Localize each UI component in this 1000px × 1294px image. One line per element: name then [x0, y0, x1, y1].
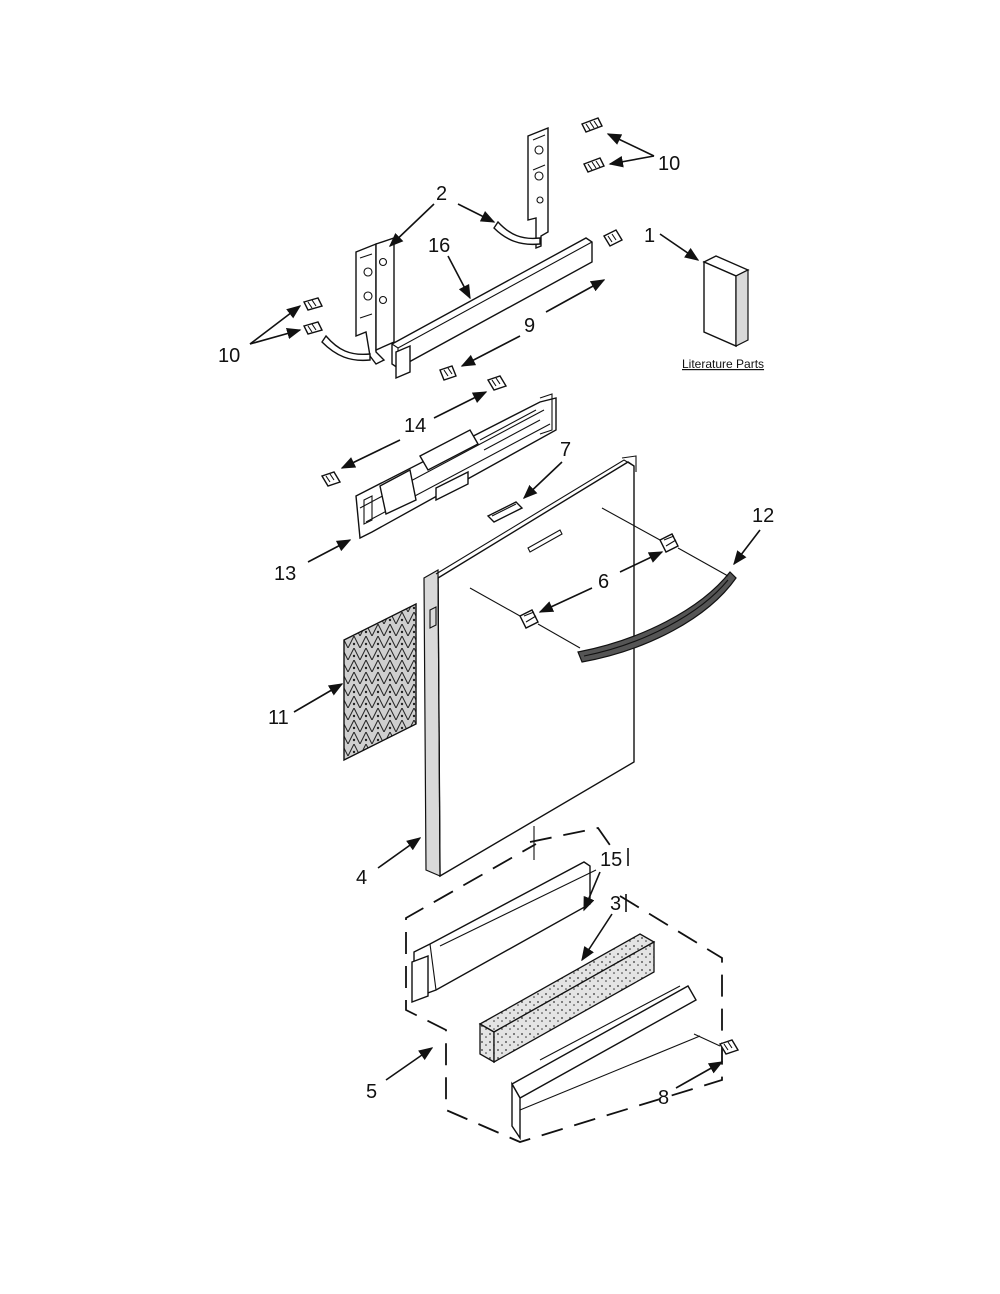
leader-10-left-a — [249, 305, 302, 345]
callout-12: 12 — [752, 505, 774, 527]
leader-8 — [675, 1061, 724, 1089]
leader-5 — [385, 1047, 434, 1081]
callout-16: 16 — [428, 235, 450, 257]
screws-top-right — [581, 117, 605, 173]
spacer-guide-right — [601, 507, 661, 541]
callout-15: 15 — [600, 849, 622, 871]
callout-10-top: 10 — [658, 153, 680, 175]
callout-6: 6 — [598, 571, 609, 593]
callout-13: 13 — [274, 563, 296, 585]
leader-10-left-b — [249, 327, 302, 345]
callout-11: 11 — [268, 707, 289, 729]
leader-12 — [733, 529, 761, 566]
insulation-mesh — [343, 602, 417, 762]
callout-7: 7 — [560, 439, 571, 461]
handle-guide-right — [677, 547, 729, 577]
callout-1: 1 — [644, 225, 655, 247]
screw-rail-right — [603, 229, 623, 247]
callout-3: 3 — [610, 893, 621, 915]
handle-guide-left — [537, 623, 581, 649]
control-panel-assembly — [355, 393, 557, 540]
mounting-bracket-left — [321, 237, 395, 365]
callout-4: 4 — [356, 867, 367, 889]
callout-9: 9 — [524, 315, 535, 337]
leader-4 — [377, 837, 422, 869]
mounting-bracket-right — [493, 126, 549, 250]
spacer-guide-left — [469, 587, 521, 617]
leader-15 — [583, 871, 601, 912]
door-panel — [423, 455, 637, 878]
callout-8: 8 — [658, 1087, 669, 1109]
screw-guide — [693, 1033, 721, 1047]
leader-10-top-b — [608, 155, 655, 168]
leader-1 — [659, 233, 700, 261]
leader-2-left — [388, 203, 435, 247]
screw-rail-bottom — [439, 365, 457, 381]
leader-14-down — [340, 439, 401, 469]
screws-control-panel — [320, 375, 508, 487]
leader-7 — [522, 461, 563, 499]
kit-outline — [405, 826, 723, 1143]
door-clip — [486, 501, 524, 523]
leader-14-up — [433, 391, 488, 419]
callout-5: 5 — [366, 1081, 377, 1103]
callout-2: 2 — [436, 183, 447, 205]
foam-strip — [478, 933, 656, 1064]
leader-2-right — [457, 203, 496, 223]
leader-10-top-a — [606, 133, 655, 157]
literature-parts-caption: Literature Parts — [682, 357, 764, 371]
callout-10-left: 10 — [218, 345, 240, 367]
leader-11 — [293, 683, 344, 713]
kick-plate — [511, 985, 701, 1141]
door-handle — [577, 571, 737, 663]
leader-3 — [581, 913, 613, 962]
leader-9-down — [460, 335, 521, 367]
kick-plate-screw — [718, 1039, 740, 1055]
leader-6-up — [619, 551, 664, 573]
leader-13 — [307, 539, 352, 563]
callout-14: 14 — [404, 415, 426, 437]
leader-16 — [447, 255, 471, 300]
toe-panel — [411, 861, 597, 1004]
screws-left — [302, 297, 324, 335]
handle-spacers — [519, 533, 679, 629]
leader-9-up — [545, 279, 606, 313]
leader-6-down — [538, 587, 593, 613]
channel-rail — [391, 237, 593, 380]
literature-booklet — [702, 255, 750, 348]
